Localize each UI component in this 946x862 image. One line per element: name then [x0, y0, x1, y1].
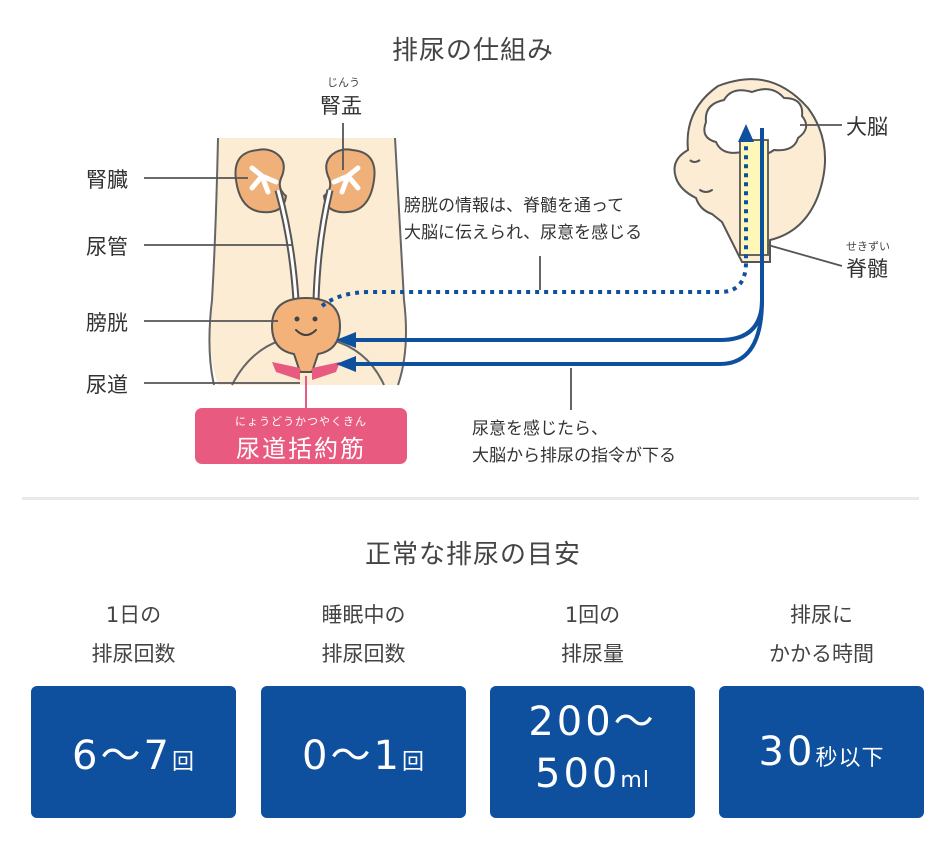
spinal-cord-leader — [767, 244, 843, 267]
stat-heading-line1: 排尿に — [790, 603, 853, 627]
pelvis-curve-right — [331, 339, 385, 386]
bladder — [270, 296, 342, 373]
stat-value: 30 — [758, 729, 816, 775]
stat-card-daily-count: 6～7回 — [31, 686, 236, 818]
stat-heading-line2: 排尿回数 — [321, 642, 406, 666]
diagram-title: 排尿の仕組み — [391, 36, 554, 66]
downward-arrowhead-1 — [336, 332, 356, 348]
stat-value: 0～1 — [302, 733, 402, 779]
urinary-system-illustration — [144, 78, 843, 410]
spinal-cord-ruby: せきずい — [846, 240, 890, 253]
stat-heading-volume: 1回の 排尿量 — [490, 596, 695, 674]
downward-note: 尿意を感じたら、 大脳から排尿の指令が下る — [472, 416, 676, 470]
stat-value-line1: 200～ — [528, 699, 657, 745]
stat-value-line2: 500 — [535, 751, 621, 797]
left-ureter-inner — [276, 189, 298, 301]
kidney-label: 腎臓 — [86, 168, 128, 192]
stat-unit: 回 — [401, 750, 425, 775]
renal-pelvis-label: 腎盂 — [320, 94, 362, 118]
upward-note: 膀胱の情報は、脊髄を通って 大脳に伝えられ、尿意を感じる — [404, 193, 642, 247]
urethral-sphincter-ruby: にょうどうかつやくきん — [235, 415, 367, 428]
stat-heading-duration: 排尿に かかる時間 — [719, 596, 924, 674]
urethral-sphincter-label: 尿道括約筋 — [236, 435, 366, 463]
stat-heading-line1: 睡眠中の — [321, 603, 406, 627]
stat-unit: 秒以下 — [815, 746, 885, 771]
stat-value: 6～7 — [72, 733, 172, 779]
downward-signal-path-2 — [352, 299, 764, 366]
right-ureter-inner — [314, 189, 332, 301]
stat-heading-line2: かかる時間 — [769, 642, 874, 666]
downward-arrowhead-2 — [336, 356, 356, 372]
right-kidney — [322, 148, 376, 214]
stat-card-duration: 30秒以下 — [719, 686, 924, 818]
upward-signal-arrowhead — [738, 124, 754, 142]
stat-heading-line2: 排尿量 — [561, 642, 624, 666]
stat-card-volume: 200～ 500ml — [490, 686, 695, 818]
urethra-label: 尿道 — [86, 373, 128, 397]
stats-title: 正常な排尿の目安 — [364, 540, 581, 570]
bladder-label: 膀胱 — [86, 311, 128, 335]
urethral-sphincter-badge: にょうどうかつやくきん 尿道括約筋 — [195, 408, 407, 464]
brain — [703, 88, 808, 157]
upward-note-line2: 大脳に伝えられ、尿意を感じる — [404, 223, 643, 243]
ureter-label: 尿管 — [86, 235, 128, 259]
section-divider — [22, 497, 919, 500]
stat-unit: ml — [620, 768, 650, 793]
downward-note-line2: 大脳から排尿の指令が下る — [472, 446, 676, 466]
upward-signal-path — [320, 138, 748, 308]
cerebrum-label: 大脳 — [846, 115, 888, 139]
torso-right-outline — [394, 137, 407, 386]
stat-heading-line2: 排尿回数 — [91, 642, 176, 666]
upward-note-line1: 膀胱の情報は、脊髄を通って — [404, 196, 625, 216]
spinal-cord-label: 脊髄 — [846, 257, 888, 281]
urethral-sphincter — [272, 362, 340, 380]
stat-heading-daily-count: 1日の 排尿回数 — [31, 596, 236, 674]
downward-note-line1: 尿意を感じたら、 — [472, 419, 608, 439]
stat-unit: 回 — [171, 750, 195, 775]
renal-pelvis-ruby: じんう — [327, 76, 360, 89]
stat-heading-line1: 1回の — [564, 603, 621, 627]
left-kidney — [234, 148, 288, 214]
stat-heading-night-count: 睡眠中の 排尿回数 — [261, 596, 466, 674]
stat-card-night-count: 0～1回 — [261, 686, 466, 818]
torso-left-outline — [208, 137, 219, 386]
stat-heading-line1: 1日の — [105, 603, 162, 627]
